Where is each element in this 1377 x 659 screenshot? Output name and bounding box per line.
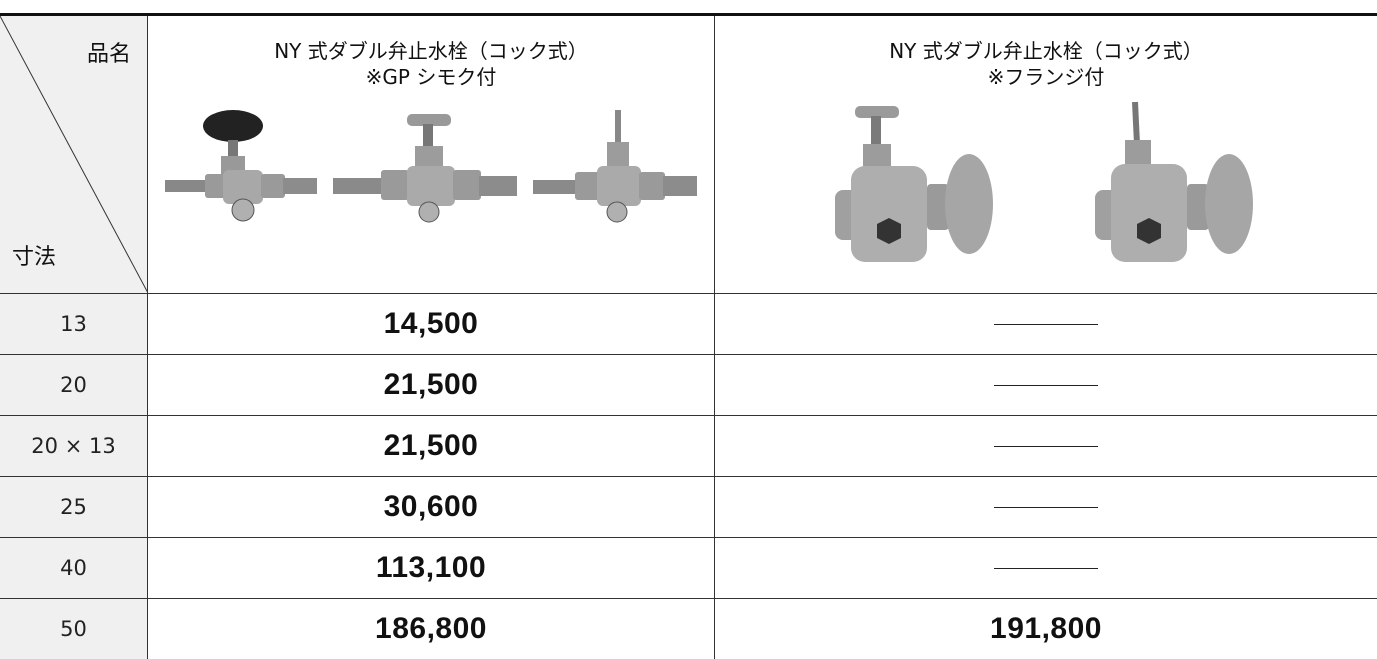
- price-table: 品名 寸法 NY 式ダブル弁止水栓（コック式） ※GP シモク付: [0, 16, 1377, 659]
- size-cell: 13: [0, 294, 148, 354]
- table-row: 20 × 13 21,500: [0, 416, 1377, 477]
- price-cell: 14,500: [148, 294, 715, 354]
- price-cell: [715, 477, 1377, 537]
- size-cell: 25: [0, 477, 148, 537]
- size-value: 20 × 13: [31, 434, 116, 458]
- price-value: 191,800: [990, 612, 1102, 645]
- not-available-dash: [994, 506, 1098, 508]
- table-row: 20 21,500: [0, 355, 1377, 416]
- size-cell: 20: [0, 355, 148, 415]
- table-top-rule: [0, 13, 1377, 16]
- price-cell: [715, 355, 1377, 415]
- product-title-gp: NY 式ダブル弁止水栓（コック式） ※GP シモク付: [274, 38, 588, 90]
- not-available-dash: [994, 567, 1098, 569]
- price-cell: 191,800: [715, 599, 1377, 659]
- product-images-flange: [831, 100, 1261, 270]
- price-cell: 186,800: [148, 599, 715, 659]
- valve-handwheel-image: [165, 110, 317, 222]
- price-cell: [715, 538, 1377, 598]
- not-available-dash: [994, 323, 1098, 325]
- price-value: 21,500: [383, 429, 479, 462]
- size-cell: 40: [0, 538, 148, 598]
- valve-t-handle-image: [333, 114, 517, 223]
- size-value: 50: [60, 617, 87, 641]
- product-header-gp: NY 式ダブル弁止水栓（コック式） ※GP シモク付: [148, 16, 715, 293]
- not-available-dash: [994, 384, 1098, 386]
- price-cell: 113,100: [148, 538, 715, 598]
- product-title-flange-line2: ※フランジ付: [987, 65, 1105, 89]
- valve-key-stem-image: [533, 110, 697, 223]
- size-cell: 50: [0, 599, 148, 659]
- product-header-flange: NY 式ダブル弁止水栓（コック式） ※フランジ付: [715, 16, 1377, 293]
- table-row: 40 113,100: [0, 538, 1377, 599]
- product-images-gp: [161, 106, 701, 236]
- price-cell: [715, 294, 1377, 354]
- table-row: 13 14,500: [0, 294, 1377, 355]
- product-title-flange-line1: NY 式ダブル弁止水栓（コック式）: [889, 39, 1203, 63]
- size-header: 寸法: [12, 245, 57, 270]
- price-cell: 30,600: [148, 477, 715, 537]
- price-value: 21,500: [383, 368, 479, 401]
- table-row: 25 30,600: [0, 477, 1377, 538]
- not-available-dash: [994, 445, 1098, 447]
- price-cell: 21,500: [148, 355, 715, 415]
- price-value: 186,800: [375, 612, 487, 645]
- product-title-flange: NY 式ダブル弁止水栓（コック式） ※フランジ付: [889, 38, 1203, 90]
- size-value: 25: [60, 495, 87, 519]
- price-value: 14,500: [383, 307, 479, 340]
- product-name-header: 品名: [86, 42, 131, 67]
- corner-header-cell: 品名 寸法: [0, 16, 148, 293]
- price-cell: [715, 416, 1377, 476]
- product-title-gp-line2: ※GP シモク付: [365, 65, 497, 89]
- flange-valve-t-handle-image: [835, 106, 993, 262]
- diagonal-divider: [0, 16, 148, 293]
- price-value: 113,100: [375, 551, 487, 584]
- size-value: 40: [60, 556, 87, 580]
- size-cell: 20 × 13: [0, 416, 148, 476]
- product-title-gp-line1: NY 式ダブル弁止水栓（コック式）: [274, 39, 588, 63]
- size-value: 13: [60, 312, 87, 336]
- table-header-row: 品名 寸法 NY 式ダブル弁止水栓（コック式） ※GP シモク付: [0, 16, 1377, 294]
- price-cell: 21,500: [148, 416, 715, 476]
- price-value: 30,600: [383, 490, 479, 523]
- size-value: 20: [60, 373, 87, 397]
- table-row: 50 186,800 191,800: [0, 599, 1377, 659]
- flange-valve-key-stem-image: [1095, 101, 1253, 262]
